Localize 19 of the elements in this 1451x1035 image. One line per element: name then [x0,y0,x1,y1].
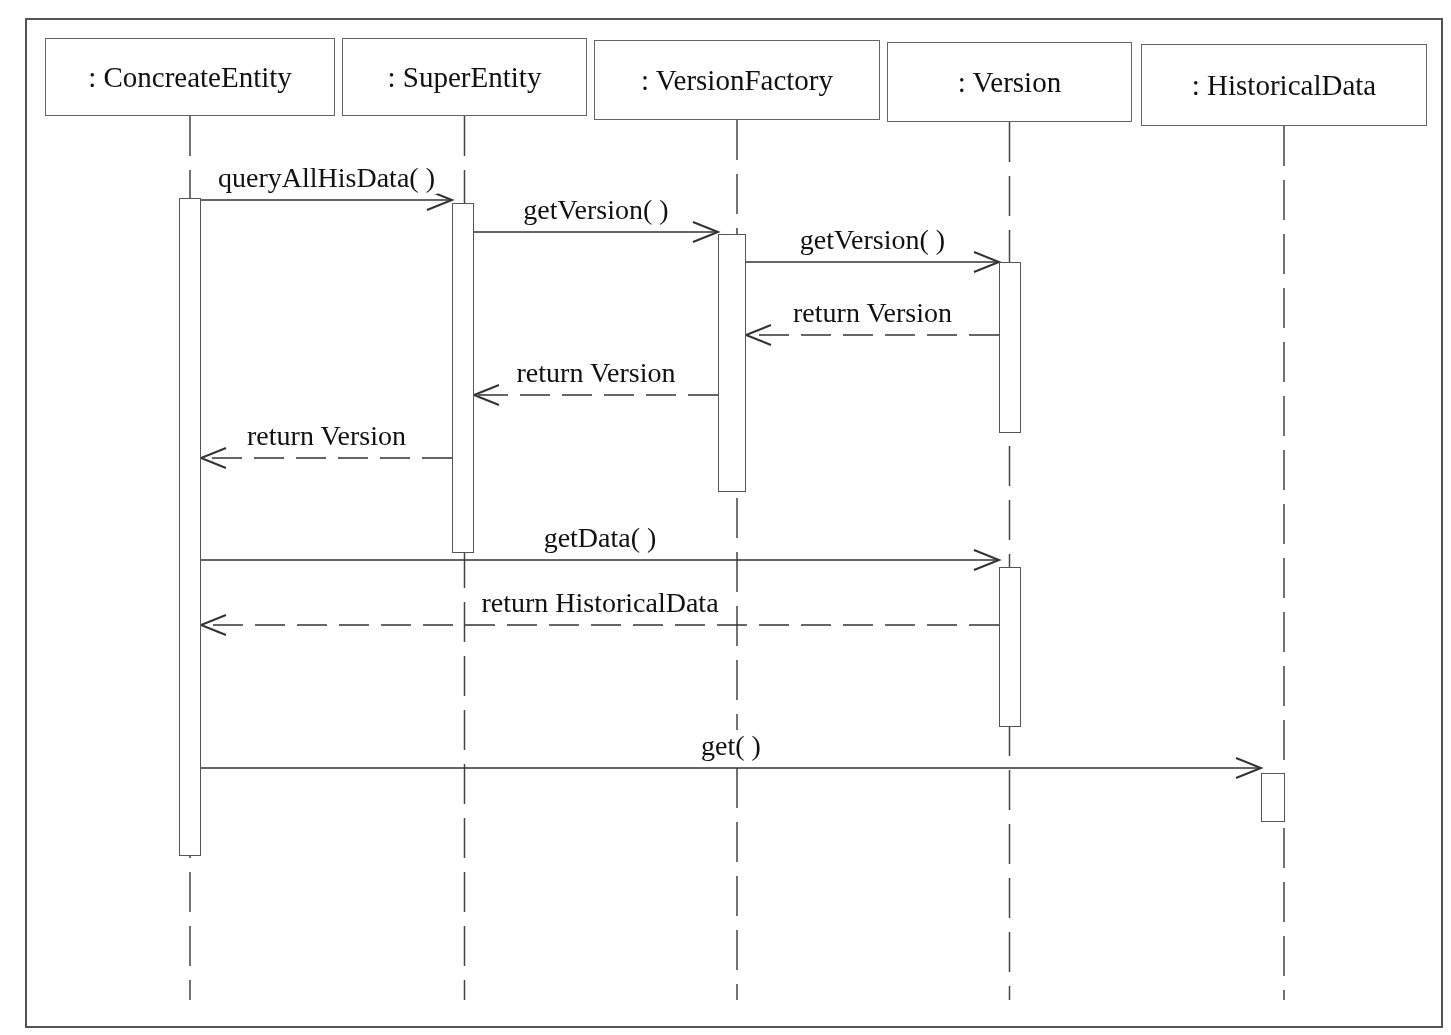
activation-bar [452,203,474,553]
message-arrow [473,221,719,243]
lifeline-head: : Version [887,42,1132,122]
return-message-arrow [200,447,453,469]
return-message-arrow [745,324,1000,346]
lifeline-head: : SuperEntity [342,38,587,116]
lifeline-head: : HistoricalData [1141,44,1427,126]
activation-bar [999,262,1021,433]
message-arrow [200,549,1000,571]
message-arrow [745,251,1000,273]
activation-bar [1261,773,1285,822]
activation-bar [999,567,1021,727]
message-arrow [200,757,1262,779]
lifeline-head: : VersionFactory [594,40,880,120]
activation-bar [179,198,201,856]
lifeline-head: : ConcreateEntity [45,38,335,116]
activation-bar [718,234,746,492]
return-message-arrow [200,614,1000,636]
return-message-arrow [473,384,719,406]
